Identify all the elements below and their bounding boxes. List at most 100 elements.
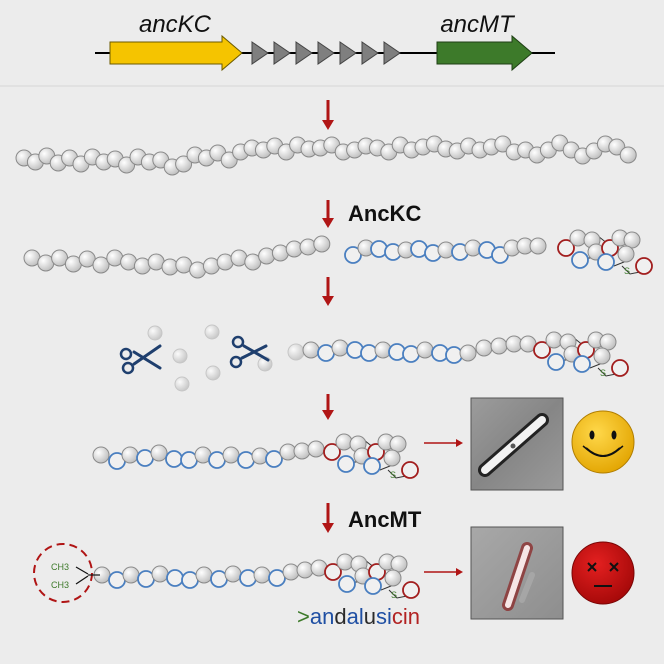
modified-residue-bead [573,355,591,373]
residue-bead [529,237,547,255]
residue-bead [459,344,477,362]
residue-bead [384,569,402,587]
crosslinked-residue-bead [401,461,419,479]
methyl-label-bottom: CH3 [51,580,69,590]
residue-bead [92,256,110,274]
residue-bead [253,566,271,584]
middle-gene-3 [295,41,313,65]
middle-gene-4 [317,41,335,65]
middle-gene-5 [339,41,357,65]
middle-gene-7 [383,41,401,65]
modified-residue-bead [547,353,565,371]
middle-gene-1 [251,41,269,65]
crosslink-bond [387,469,407,479]
modified-residue-bead [239,569,257,587]
released-residue-bead [287,343,305,361]
residue-bead [490,337,508,355]
residue-bead [222,446,240,464]
scissors-icon [119,344,162,375]
sulfur-label: S [624,266,630,276]
sulfur-label: S [600,368,606,378]
modified-residue-bead [265,450,283,468]
residue-bead [313,235,331,253]
process-arrow-head [322,410,334,420]
residue-bead [258,247,276,265]
result-arrow-2 [424,568,463,576]
ancMT-gene-arrow [436,34,533,72]
modified-residue-bead [571,251,589,269]
product-name-segment: cin [392,604,420,629]
middle-gene-6 [361,41,379,65]
residue-bead [475,339,493,357]
ancmt-step-label: AncMT [348,507,422,532]
modified-residue-bead [338,575,356,593]
residue-bead [195,566,213,584]
residue-bead [619,146,637,164]
ancKC-gene-arrow [109,34,243,72]
residue-bead [92,446,110,464]
crosslinked-residue-bead [324,563,342,581]
product-name-segment: d [334,604,346,629]
process-arrow-head [322,296,334,306]
released-residue-bead [205,365,221,381]
modified-residue-bead [597,253,615,271]
happy-face-icon [571,410,635,474]
result-arrow-1 [424,439,463,447]
modified-residue-bead [402,345,420,363]
residue-bead [122,566,140,584]
modified-residue-bead [360,344,378,362]
residue-bead [331,339,349,357]
process-arrow-head [322,120,334,130]
released-residue-bead [172,348,188,364]
methyl-label-top: CH3 [51,562,69,572]
residue-bead [617,245,635,263]
residue-bead [383,449,401,467]
residue-bead [121,446,139,464]
residue-bead [545,331,563,349]
released-residue-bead [174,376,190,392]
modified-residue-bead [445,346,463,364]
residue-bead [282,563,300,581]
crosslink-bond [621,265,641,275]
residue-bead [151,565,169,583]
residue-bead [293,442,311,460]
anckc-step-label: AncKC [348,201,421,226]
crosslinked-residue-bead [323,443,341,461]
process-arrows [322,100,334,533]
residue-bead [336,553,354,571]
released-residues [147,324,273,392]
crosslinked-residue-bead [611,359,629,377]
methylated-peptide-chain: S [93,553,420,600]
methyl-highlight-circle [33,543,93,603]
residue-bead [299,238,317,256]
middle-genes [251,41,401,65]
product-name-segment: u [364,604,376,629]
modified-residue-bead [165,450,183,468]
crosslink-bond [597,367,617,377]
residue-bead [569,229,587,247]
residue-bead [150,444,168,462]
residue-bead [302,341,320,359]
dimethyl-group: CH3 CH3 [33,543,100,603]
residue-bead [593,347,611,365]
residue-bead [224,565,242,583]
product-name-prefix: > [297,604,310,629]
residue-bead [416,341,434,359]
crosslinked-residue-bead [635,257,653,275]
process-arrow-head [322,218,334,228]
modified-residue-bead [237,451,255,469]
modified-residue-bead [344,246,362,264]
sulfur-label: S [391,590,397,600]
modified-peptide-chain: S [23,229,653,279]
microscopy-image-healthy [470,397,564,491]
crosslinked-residue-bead [533,341,551,359]
dead-face-icon [571,541,635,605]
product-name-segment: si [376,604,392,629]
crosslink-bond [388,589,408,599]
gene-cluster: ancKC ancMT [95,11,555,72]
residue-bead [175,155,193,173]
modified-residue-bead [363,457,381,475]
released-residue-bead [147,325,163,341]
scissors-icon [229,335,270,369]
